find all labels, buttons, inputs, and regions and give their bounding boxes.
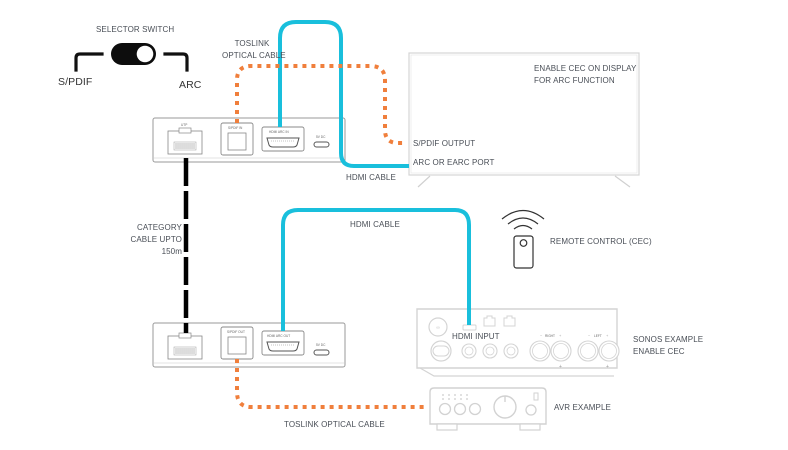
- category-label-line2: CABLE UPTO: [130, 235, 182, 244]
- svg-text:+: +: [559, 364, 562, 370]
- svg-text:+: +: [606, 333, 609, 338]
- terminal-label: RIGHT: [545, 334, 555, 338]
- receiver-box: [152, 322, 346, 368]
- hdmi-arc-out-port[interactable]: [261, 330, 305, 356]
- port-label: 5V DC: [316, 343, 326, 347]
- svg-text:−: −: [588, 333, 591, 338]
- utp-port[interactable]: [167, 127, 203, 155]
- avr-device: [429, 387, 547, 431]
- toslink-top-label-line1: TOSLINK: [234, 39, 270, 48]
- remote-control-icon: [501, 209, 545, 269]
- hdmi-arc-in-port[interactable]: [261, 126, 305, 152]
- display-note-line1: ENABLE CEC ON DISPLAY: [534, 64, 637, 73]
- spdif-output-label: S/PDIF OUTPUT: [413, 139, 476, 148]
- sonos-label-line1: SONOS EXAMPLE: [633, 335, 704, 344]
- terminal-label: LEFT: [594, 334, 602, 338]
- remote-control-label: REMOTE CONTROL (CEC): [550, 237, 652, 246]
- receiver-port-labels: S/PDIF OUT HDMI ARC OUT 5V DC: [227, 330, 326, 347]
- selector-option-arc[interactable]: ARC: [179, 79, 202, 91]
- avr-label: AVR EXAMPLE: [554, 403, 611, 412]
- hdmi-cable-middle: [281, 208, 471, 331]
- selector-switch-title: SELECTOR SWITCH: [96, 25, 175, 34]
- arc-port-label: ARC OR EARC PORT: [413, 158, 495, 167]
- toslink-top-label: TOSLINK OPTICAL CABLE: [222, 38, 286, 62]
- selector-bracket-right: [163, 52, 189, 72]
- category-label-line1: CATEGORY: [137, 223, 182, 232]
- soundbar-device: ∞ − + − + + +: [416, 308, 620, 377]
- toggle-knob: [136, 45, 154, 63]
- svg-text:+: +: [559, 333, 562, 338]
- svg-text:+: +: [606, 364, 609, 370]
- hdmi-cable-top: [278, 20, 409, 168]
- display-note-line2: FOR ARC FUNCTION: [534, 76, 615, 85]
- toslink-top-label-line2: OPTICAL CABLE: [222, 51, 286, 60]
- display-note: ENABLE CEC ON DISPLAY FOR ARC FUNCTION: [534, 63, 636, 87]
- dc-power-port[interactable]: [313, 141, 330, 148]
- tv-display: [408, 52, 640, 188]
- port-label: 5V DC: [316, 135, 326, 139]
- hdmi-input-port: [462, 324, 477, 331]
- toslink-bottom-label: TOSLINK OPTICAL CABLE: [284, 420, 385, 429]
- toslink-cable-bottom: [235, 359, 428, 409]
- selector-switch[interactable]: [74, 43, 189, 72]
- tv-leg-right: [614, 175, 631, 188]
- port-label: S/PDIF OUT: [227, 330, 245, 334]
- port-label: UTP: [181, 123, 187, 127]
- dc-power-port[interactable]: [313, 349, 330, 356]
- selector-bracket-left: [74, 52, 104, 72]
- sonos-label-line2: ENABLE CEC: [633, 347, 685, 356]
- hdmi-input-label: HDMI INPUT: [452, 332, 500, 341]
- port-label: S/PDIF IN: [228, 126, 243, 130]
- hdmi-cable-middle-label: HDMI CABLE: [350, 220, 400, 229]
- soundbar-terminal-labels: RIGHT LEFT: [545, 334, 602, 338]
- tv-leg-left: [417, 175, 431, 188]
- transmitter-box: [152, 117, 346, 163]
- svg-text:−: −: [540, 333, 543, 338]
- transmitter-port-labels: UTP S/PDIF IN HDMI ARC IN 5V DC: [181, 123, 326, 139]
- hdmi-cable-top-label: HDMI CABLE: [346, 173, 396, 182]
- svg-text:∞: ∞: [436, 325, 440, 331]
- network-port-icon: [428, 317, 448, 337]
- selector-option-spdif[interactable]: S/PDIF: [58, 76, 93, 88]
- spdif-out-port[interactable]: [220, 326, 254, 360]
- category-label-line3: 150m: [161, 247, 182, 256]
- utp-port[interactable]: [167, 332, 203, 360]
- port-label: HDMI ARC IN: [269, 130, 289, 134]
- category-cable-label: CATEGORY CABLE UPTO 150m: [120, 222, 182, 258]
- sonos-label: SONOS EXAMPLE ENABLE CEC: [633, 334, 703, 358]
- port-label: HDMI ARC OUT: [267, 334, 290, 338]
